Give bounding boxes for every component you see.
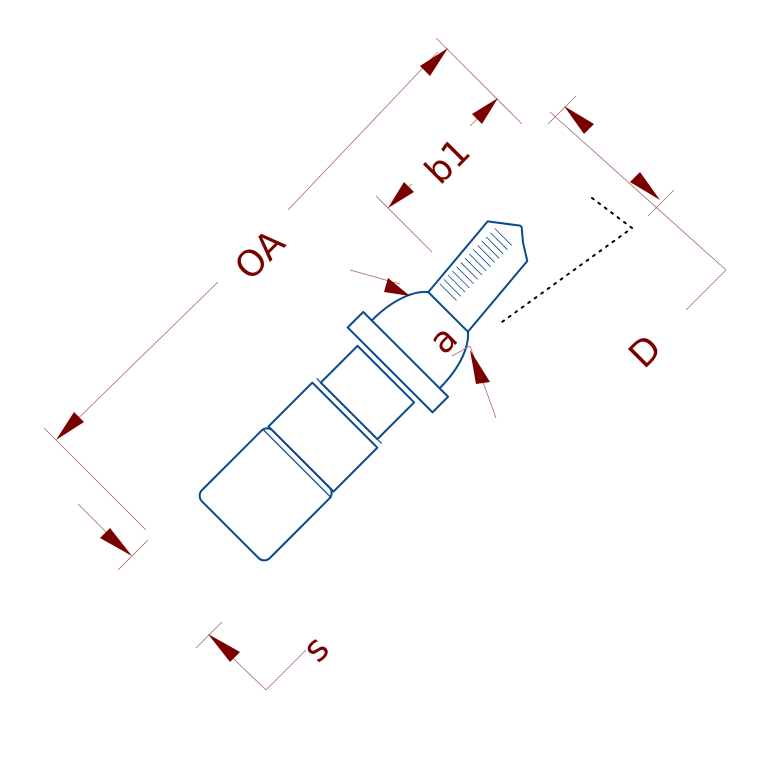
a-arrow-bottom [470, 350, 490, 384]
d-extension-line-mid [647, 189, 675, 217]
oa-extension-line-top [435, 37, 523, 125]
blade-hatching [439, 228, 513, 301]
d-extension-line-left [547, 95, 577, 125]
dimension-s: s [77, 503, 338, 691]
shank-section-upper [319, 344, 416, 441]
s-extension-line-bottom [117, 539, 149, 571]
screwdriver-bit [198, 220, 529, 562]
s-dimension-line-2 [265, 649, 307, 691]
oa-arrow-bottom [56, 412, 84, 440]
dimension-d: D [547, 95, 727, 377]
blade-tip [427, 220, 529, 333]
d-extension-line-top [549, 111, 727, 271]
a-arrow-top [384, 278, 410, 296]
b1-extension-line [375, 195, 433, 253]
s-arrow-top [100, 528, 132, 556]
b1-arrow-top [472, 98, 498, 124]
b1-label: b1 [417, 131, 478, 192]
d-label: D [621, 328, 670, 377]
oa-extension-line-bottom [43, 427, 147, 531]
hex-edge-line [262, 428, 332, 498]
hex-drive-end [198, 427, 333, 562]
neck [370, 290, 470, 390]
s-arrow-bottom [208, 634, 240, 662]
oa-dimension-line-2 [57, 281, 219, 439]
oa-arrow-top [420, 48, 448, 76]
dimension-oa: OA [43, 37, 523, 531]
s-label: s [295, 628, 337, 670]
d-arrow-top [564, 106, 594, 134]
collar [346, 310, 450, 414]
d-extension-line-right [685, 269, 727, 311]
b1-arrow-bottom [388, 182, 414, 208]
dimension-b1: b1 [375, 98, 498, 253]
tip-angle-dotted-line [501, 197, 634, 323]
oa-dimension-line [287, 51, 439, 211]
a-leader-mid [451, 345, 471, 357]
shank-section-lower [267, 381, 379, 493]
d-arrow-bottom [630, 172, 660, 200]
oa-label: OA [227, 222, 293, 288]
